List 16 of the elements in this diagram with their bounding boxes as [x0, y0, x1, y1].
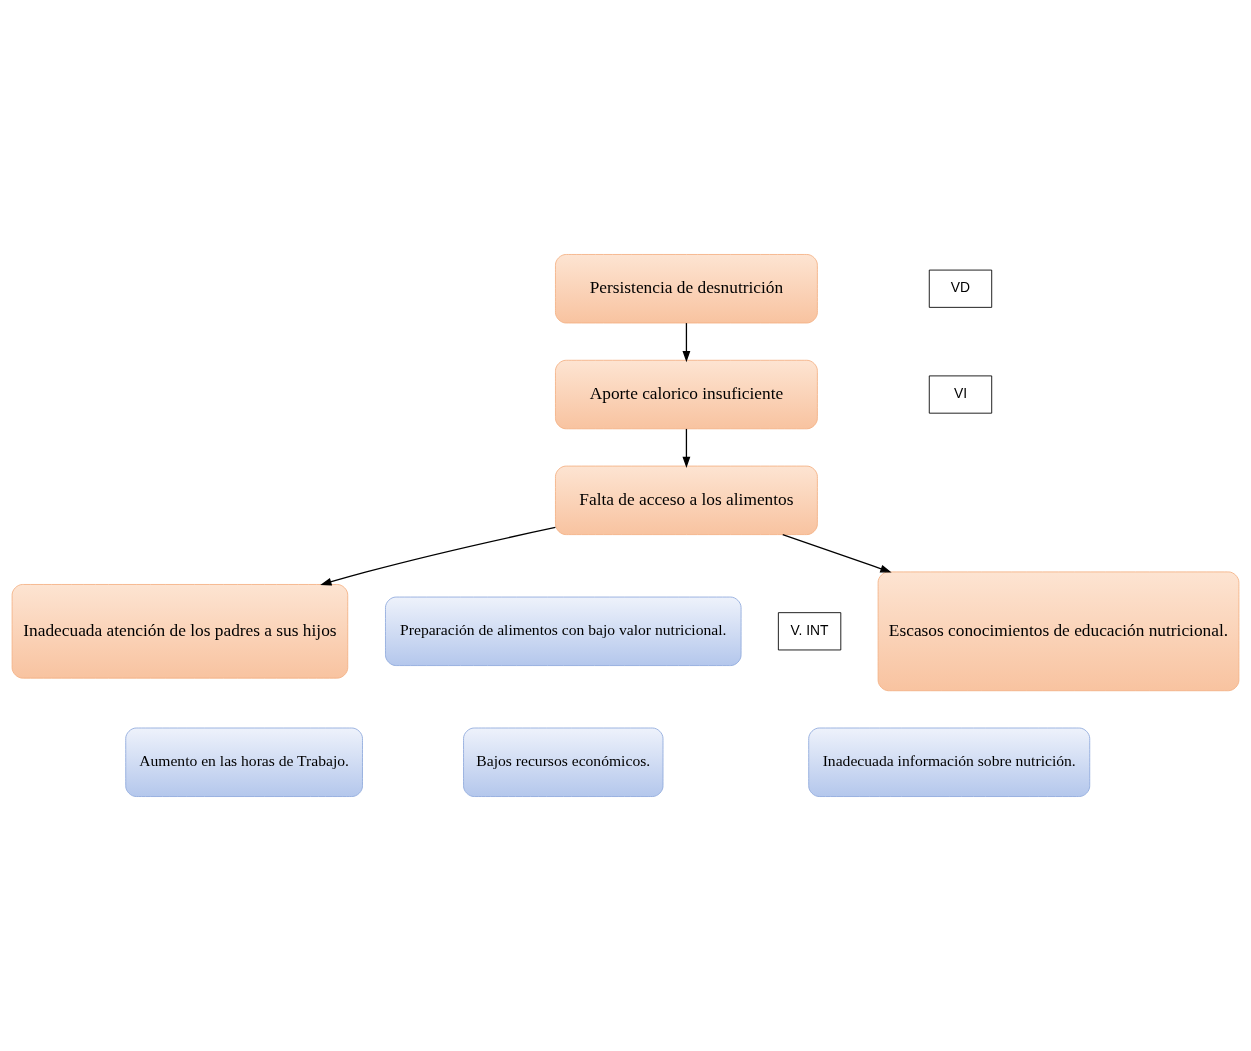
node-box: Inadecuada atención de los padres a sus hijos [11, 584, 349, 679]
arrow [782, 534, 892, 573]
node-box: Persistencia de desnutrición [555, 254, 818, 324]
node-box: VD [928, 269, 993, 308]
arrow [682, 322, 691, 363]
arrow [682, 428, 691, 468]
node-box: Bajos recursos económicos. [463, 727, 664, 797]
node-box: Falta de acceso a los alimentos [555, 465, 818, 536]
arrow [320, 526, 557, 586]
node-box: Aporte calorico insuficiente [555, 359, 818, 430]
node-box: V. INT [777, 612, 842, 651]
node-box: Aumento en las horas de Trabajo. [125, 727, 363, 797]
node-box: Escasos conocimientos de educación nutricional. [877, 571, 1240, 692]
node-box: Preparación de alimentos con bajo valor nutricional. [385, 596, 742, 666]
node-box: Inadecuada información sobre nutrición. [808, 727, 1091, 797]
node-box: VI [928, 375, 993, 414]
